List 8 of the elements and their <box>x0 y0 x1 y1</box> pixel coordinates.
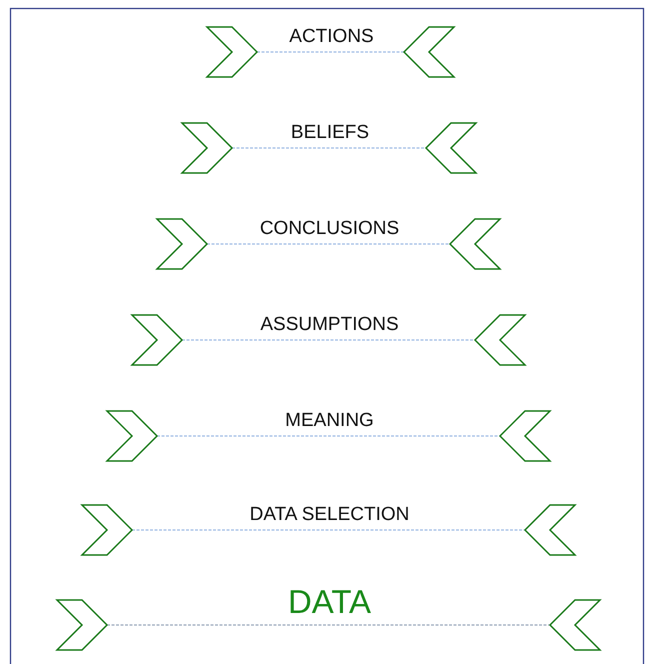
edge-label: DATA SELECTION <box>250 505 410 524</box>
edge-label: ASSUMPTIONS <box>260 315 399 334</box>
edge-label: DATA <box>288 585 372 618</box>
edge-label: MEANING <box>285 411 374 430</box>
edge-label: CONCLUSIONS <box>260 219 400 238</box>
edge-label: ACTIONS <box>289 27 374 46</box>
edge-label: BELIEFS <box>290 123 370 142</box>
connector-line <box>106 624 550 626</box>
